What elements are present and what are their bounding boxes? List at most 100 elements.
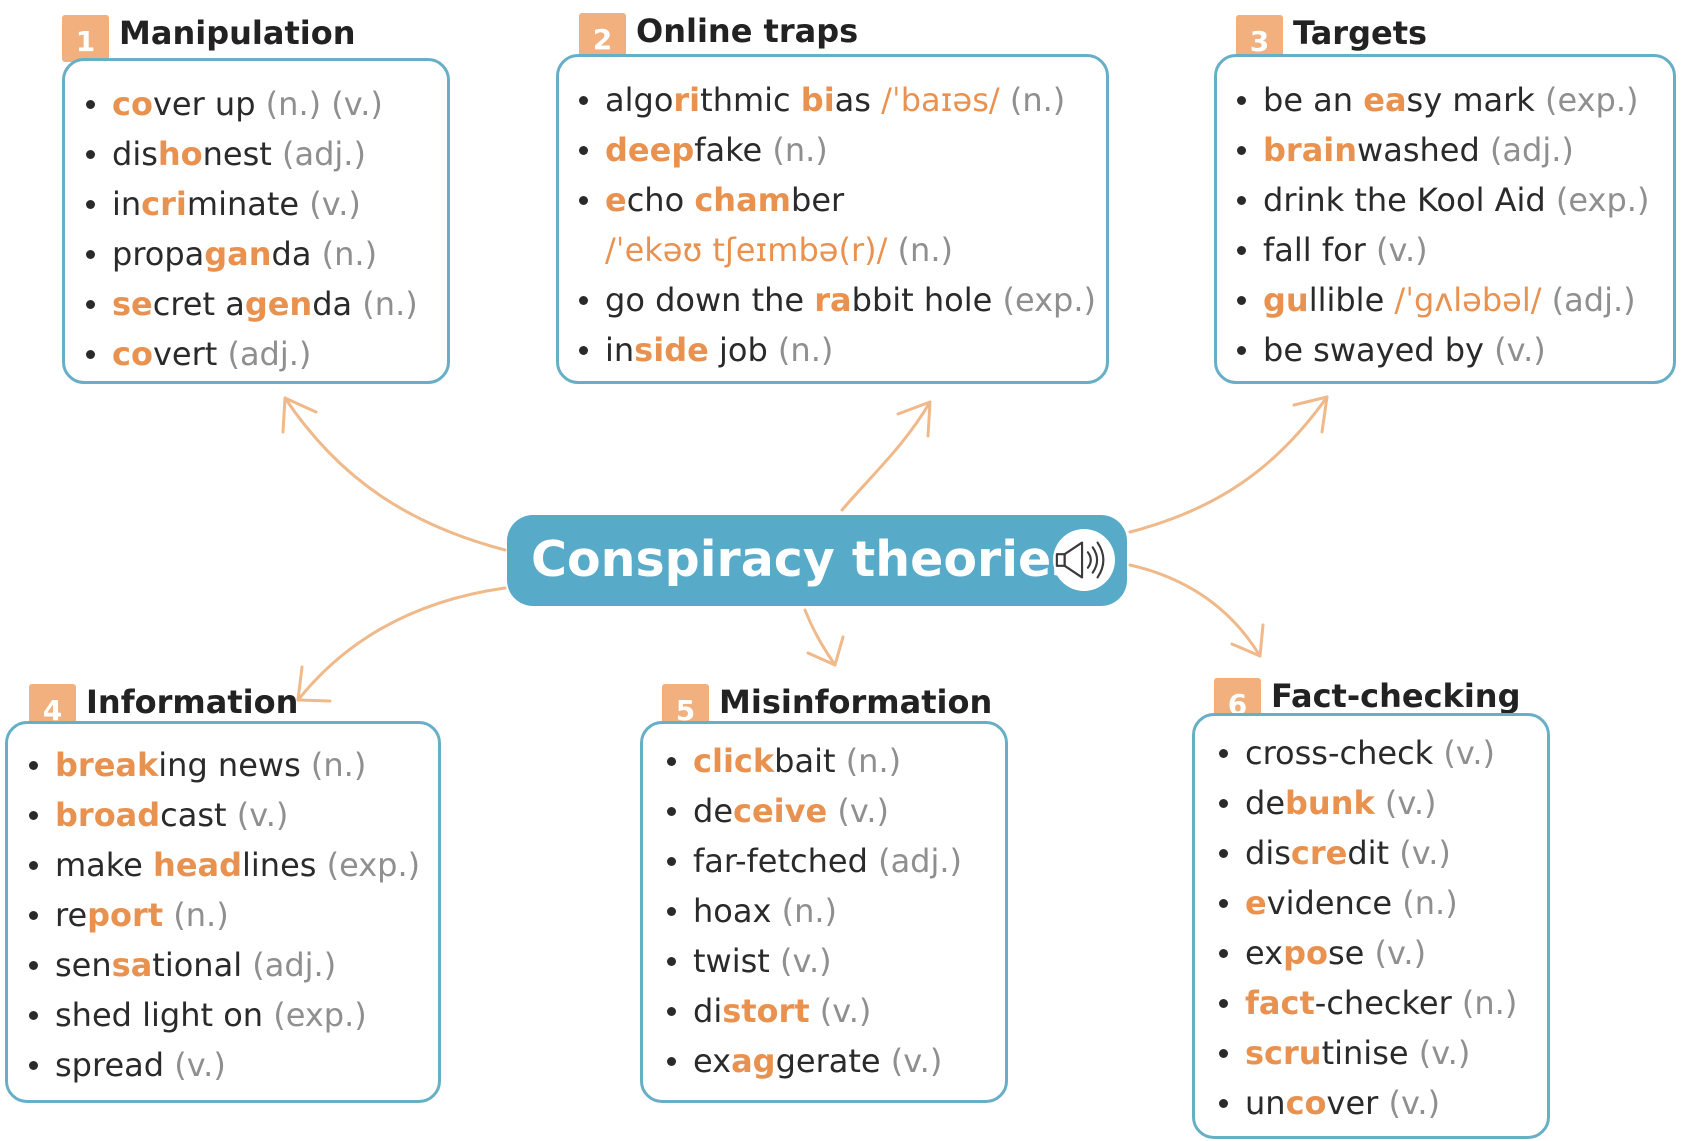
part-of-speech: (n.) (777, 331, 834, 369)
word-text: make (55, 846, 154, 884)
word-text: be swayed by (1263, 331, 1495, 369)
stress-highlight: break (55, 746, 159, 784)
word-text: be an (1263, 81, 1364, 119)
word-text: cret a (152, 285, 245, 323)
word-text: re (55, 896, 88, 934)
stress-highlight: cre (1290, 834, 1348, 872)
vocabulary-item: deceive (v.) (667, 786, 1005, 836)
word-text: vidence (1266, 884, 1403, 922)
word-text: minate (186, 185, 310, 223)
central-topic: Conspiracy theories (507, 515, 1127, 606)
word-text: drink the Kool Aid (1263, 181, 1556, 219)
part-of-speech: (v.) (1384, 784, 1437, 822)
arrow-to-fact-checking (1128, 563, 1262, 658)
section-misinformation: 5 Misinformation clickbait (n.)deceive (… (640, 683, 1010, 1103)
stress-highlight: cham (694, 181, 792, 219)
vocabulary-box: be an easy mark (exp.)brainwashed (adj.)… (1214, 54, 1676, 384)
vocabulary-item: hoax (n.) (667, 886, 1005, 936)
stress-highlight: ho (157, 135, 203, 173)
vocabulary-box: cover up (n.) (v.)dishonest (adj.)incrim… (62, 58, 450, 384)
stress-highlight: e (1245, 884, 1267, 922)
vocabulary-box: clickbait (n.)deceive (v.)far-fetched (a… (640, 721, 1008, 1103)
vocabulary-item: be an easy mark (exp.) (1237, 75, 1673, 125)
section-number-badge: 2 (579, 13, 626, 60)
stress-highlight: e (605, 181, 627, 219)
vocabulary-item: algorithmic bias /ˈbaɪəs/ (n.) (579, 75, 1106, 125)
arrow-to-misinformation (803, 608, 837, 667)
vocabulary-list: breaking news (n.)broadcast (v.)make hea… (29, 740, 438, 1090)
part-of-speech: (n.) (845, 742, 902, 780)
word-text: ing news (158, 746, 311, 784)
vocabulary-list: cover up (n.) (v.)dishonest (adj.)incrim… (86, 79, 447, 379)
section-title: Misinformation (719, 683, 993, 721)
word-text: ex (693, 1042, 732, 1080)
arrowhead-fact-checking (1230, 623, 1265, 658)
stress-highlight: co (1285, 1084, 1327, 1122)
word-text: hoax (693, 892, 782, 930)
word-text: se (1327, 934, 1375, 972)
part-of-speech: (v.) (1418, 1034, 1471, 1072)
stress-highlight: ceive (733, 792, 828, 830)
section-number-badge: 1 (62, 15, 109, 62)
part-of-speech: (v.) (819, 992, 872, 1030)
vocabulary-item: drink the Kool Aid (exp.) (1237, 175, 1673, 225)
vocabulary-list: be an easy mark (exp.)brainwashed (adj.)… (1237, 75, 1673, 375)
vocabulary-item: secret agenda (n.) (86, 279, 447, 329)
vocabulary-item: covert (adj.) (86, 329, 447, 379)
stress-highlight: po (1283, 934, 1328, 972)
part-of-speech: (adj.) (282, 135, 366, 173)
vocabulary-item: exaggerate (v.) (667, 1036, 1005, 1086)
part-of-speech: (exp.) (1002, 281, 1096, 319)
word-text (810, 992, 820, 1030)
part-of-speech: (v.) (1374, 934, 1427, 972)
section-title: Information (86, 683, 299, 721)
part-of-speech: (v.) (1399, 834, 1451, 872)
vocabulary-item: clickbait (n.) (667, 736, 1005, 786)
vocabulary-item: fact-checker (n.) (1219, 978, 1547, 1028)
word-text: un (1245, 1084, 1286, 1122)
speaker-icon[interactable] (1053, 529, 1115, 591)
vocabulary-item: spread (v.) (29, 1040, 438, 1090)
word-text: washed (1357, 131, 1490, 169)
arrow-to-information (296, 586, 507, 702)
word-text: spread (55, 1046, 175, 1084)
word-text: ber (791, 181, 845, 219)
section-header: 1 Manipulation (62, 14, 355, 62)
vocabulary-item: gullible /ˈgʌləbəl/ (adj.) (1237, 275, 1673, 325)
vocabulary-list: clickbait (n.)deceive (v.)far-fetched (a… (667, 736, 1005, 1086)
part-of-speech: (exp.) (326, 846, 421, 884)
word-text: in (605, 331, 635, 369)
part-of-speech: (v.) (174, 1046, 226, 1084)
word-text: di (693, 992, 723, 1030)
stress-highlight: port (87, 896, 164, 934)
stress-highlight: sa (111, 946, 153, 984)
stress-highlight: co (112, 85, 153, 123)
word-text: lines (242, 846, 327, 884)
section-fact-checking: 6 Fact-checking cross-check (v.)debunk (… (1192, 677, 1672, 1139)
word-text: de (693, 792, 733, 830)
vocabulary-item: brainwashed (adj.) (1237, 125, 1673, 175)
vocabulary-item: uncover (v.) (1219, 1078, 1547, 1128)
word-text: dis (112, 135, 158, 173)
vocabulary-item: report (n.) (29, 890, 438, 940)
vocabulary-item: sensational (adj.) (29, 940, 438, 990)
word-text: algo (605, 81, 674, 119)
part-of-speech: (n.) (1461, 984, 1518, 1022)
part-of-speech: (v.) (780, 942, 832, 980)
part-of-speech: (n.) (781, 892, 837, 930)
word-text: bait (774, 742, 846, 780)
stress-highlight: stort (722, 992, 810, 1030)
stress-highlight: ea (1363, 81, 1407, 119)
arrow-to-manipulation (283, 396, 507, 552)
part-of-speech: (adj.) (1541, 281, 1636, 319)
word-text: go down the (605, 281, 815, 319)
stress-highlight: cri (141, 185, 187, 223)
vocabulary-item: cover up (n.) (v.) (86, 79, 447, 129)
word-text: ver up (152, 85, 266, 123)
vocabulary-item: inside job (n.) (579, 325, 1106, 375)
section-information: 4 Information breaking news (n.)broadcas… (5, 683, 445, 1103)
word-text: bbit hole (851, 281, 1003, 319)
part-of-speech: (n.) (887, 231, 953, 269)
word-text (1375, 784, 1385, 822)
